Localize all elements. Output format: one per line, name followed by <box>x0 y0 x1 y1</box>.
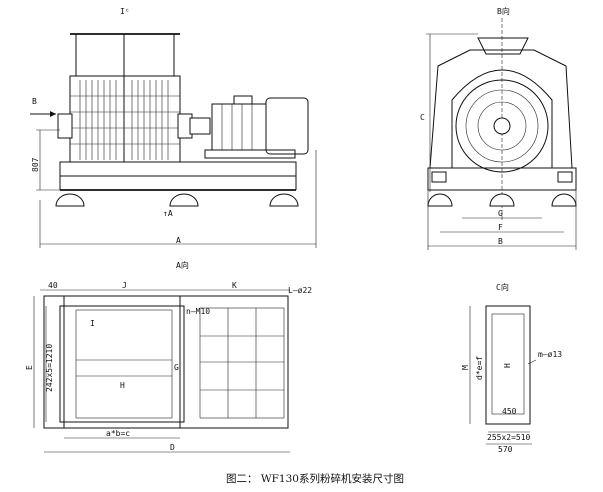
dim-450-label: 450 <box>502 407 517 416</box>
dim-f-label: F <box>498 223 503 232</box>
c-view-title: C向 <box>496 282 509 292</box>
dim-570-label: 570 <box>498 445 513 454</box>
arrow-b-label: B <box>32 97 37 106</box>
side-view-b: B向 C G F B <box>420 6 577 250</box>
front-view-marker: Iᶜ <box>120 7 130 16</box>
dim-b-label: B <box>498 237 503 246</box>
arrow-a-label: ↑A <box>163 209 173 218</box>
hole-n-label: n–M10 <box>186 307 210 316</box>
dim-vertical-label: 242x5=1210 <box>45 344 54 392</box>
label-e: E <box>25 365 34 370</box>
a-view-title: A向 <box>176 260 189 270</box>
hole-m-label: m–ø13 <box>538 350 562 359</box>
dim-g-label: G <box>498 209 503 218</box>
label-g: G <box>174 363 179 372</box>
front-view: Iᶜ <box>30 7 317 248</box>
hole-l-label: L–ø22 <box>288 286 312 295</box>
c-view: C向 m–ø13 M d*e=f H 450 255x2=510 570 <box>461 282 562 454</box>
plan-view-a: A向 40 J K L–ø22 I H G n–M10 E 242x5=1210 <box>25 260 312 453</box>
dim-m-label: M <box>461 365 470 370</box>
dim-ab-label: a*b=c <box>106 429 130 438</box>
dim-a-label: A <box>176 236 181 245</box>
dim-d-label: D <box>170 443 175 452</box>
figure-caption: 图二： WF130系列粉碎机安装尺寸图 <box>226 472 404 485</box>
dim-de-label: d*e=f <box>475 356 484 380</box>
dim-k-label: K <box>232 281 237 290</box>
dim-255-label: 255x2=510 <box>487 433 531 442</box>
label-h: H <box>120 381 125 390</box>
b-view-title: B向 <box>497 6 510 16</box>
height-807-label: 807 <box>31 157 40 172</box>
label-i: I <box>90 319 95 328</box>
dim-c-label: C <box>420 113 425 122</box>
dim-40-label: 40 <box>48 281 58 290</box>
c-label-h: H <box>503 363 512 368</box>
dim-j-label: J <box>122 281 127 290</box>
